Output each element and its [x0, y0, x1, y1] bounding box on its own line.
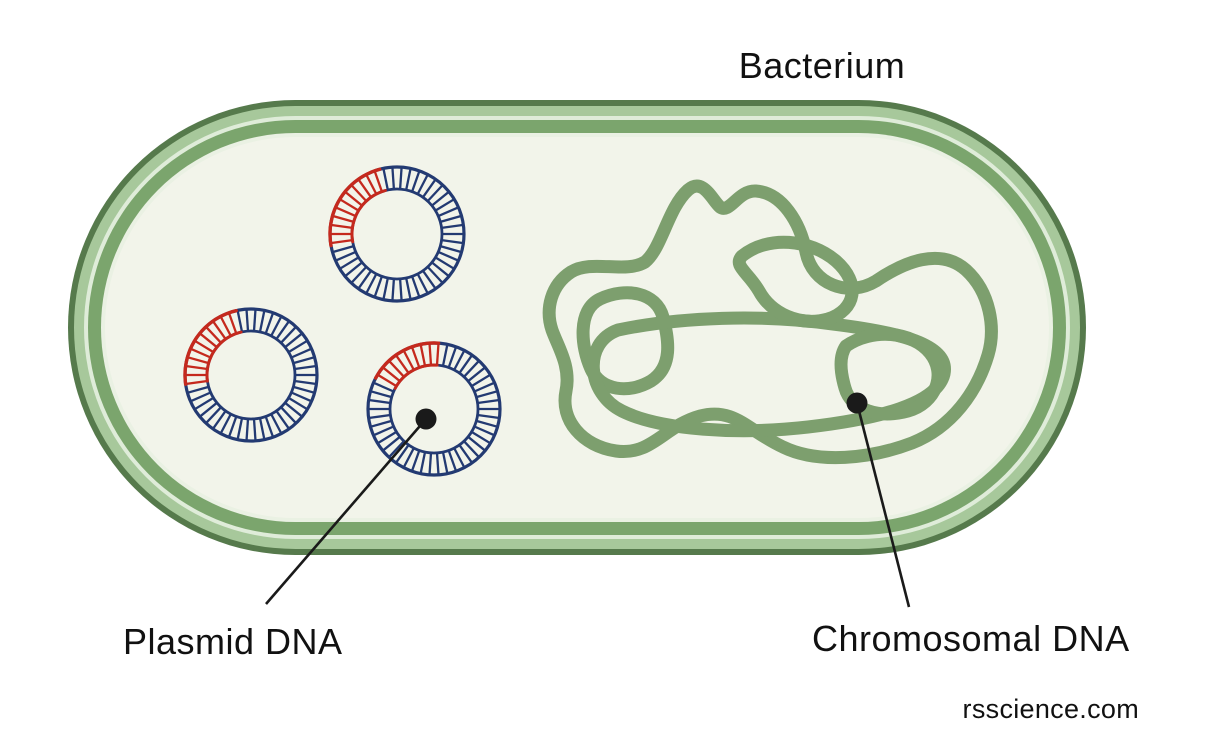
plasmid-pointer-line — [265, 418, 427, 605]
watermark: rsscience.com — [962, 694, 1139, 724]
plasmid-marker-dot — [415, 408, 437, 430]
plasmid — [183, 307, 319, 443]
pointer-lines — [265, 392, 911, 608]
plasmid — [328, 165, 466, 303]
figure-title: Bacterium — [738, 45, 906, 86]
chromosomal-dna — [542, 179, 998, 465]
chromosomal-dna-label: Chromosomal DNA — [812, 618, 1130, 659]
chromosome-marker-dot — [846, 392, 868, 414]
chromosome-pointer-line — [855, 402, 911, 608]
plasmid — [366, 341, 502, 477]
plasmid-dna-label: Plasmid DNA — [123, 621, 343, 662]
plasmid-dna-group — [183, 165, 502, 477]
